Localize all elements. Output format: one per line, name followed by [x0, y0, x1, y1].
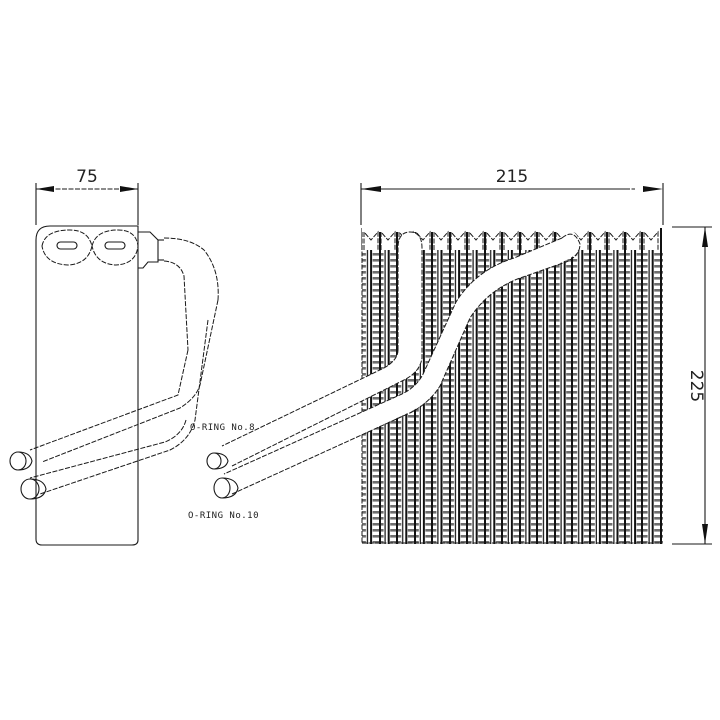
side-pipes: [9, 237, 219, 500]
oring-lower-label: O-RING No.10: [188, 511, 259, 521]
front-pipes: [206, 230, 581, 499]
dimension-width-side: 75: [35, 167, 139, 225]
side-body-outline: [35, 225, 139, 546]
side-view: 75: [9, 167, 219, 546]
front-view: 215 225: [188, 167, 712, 545]
dimension-215-label: 215: [496, 167, 528, 187]
core-header-caps: [363, 230, 659, 250]
dimension-225-label: 225: [686, 370, 706, 402]
side-ports: [41, 229, 164, 269]
dimension-height-front: 225: [672, 226, 712, 545]
oring-upper-label: O-RING No.8: [190, 423, 255, 433]
dimension-75-label: 75: [76, 167, 98, 187]
dimension-width-front: 215: [360, 167, 664, 225]
